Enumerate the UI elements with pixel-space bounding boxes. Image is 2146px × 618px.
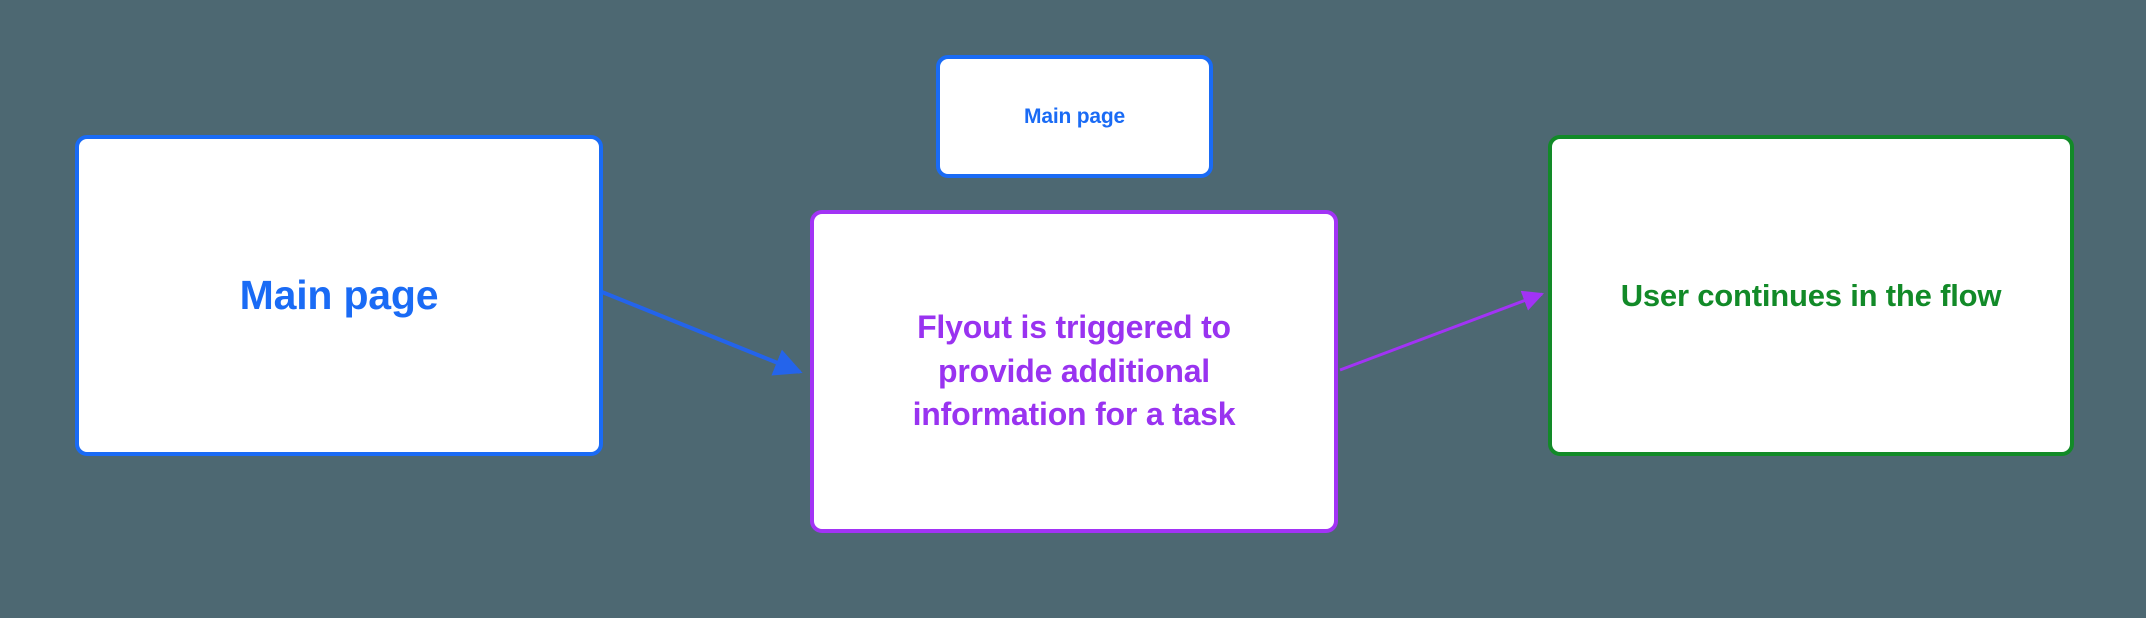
edge-main-page-to-flyout bbox=[601, 290, 803, 376]
node-main-page-small[interactable]: Main page bbox=[936, 55, 1213, 178]
node-flyout[interactable]: Flyout is triggered to provide additiona… bbox=[810, 210, 1338, 533]
node-main-page-small-label: Main page bbox=[1024, 104, 1125, 128]
node-user-continues[interactable]: User continues in the flow bbox=[1548, 135, 2074, 456]
edge-flyout-to-user-continues bbox=[1339, 290, 1544, 372]
node-user-continues-label: User continues in the flow bbox=[1620, 277, 2002, 313]
node-flyout-label: Flyout is triggered to provide additiona… bbox=[912, 308, 1236, 433]
node-main-page-label: Main page bbox=[239, 272, 439, 319]
node-main-page[interactable]: Main page bbox=[75, 135, 603, 456]
